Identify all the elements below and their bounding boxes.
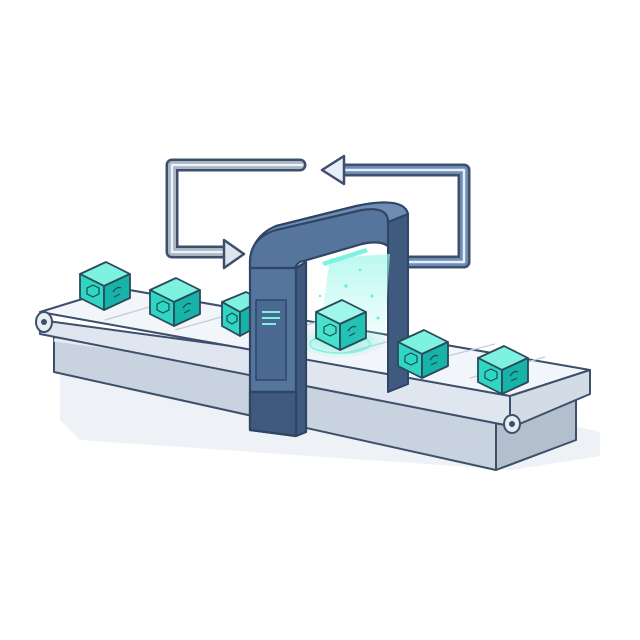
return-arrow-blue	[320, 154, 471, 269]
scan-sparkles	[318, 268, 380, 320]
belt-rollers	[35, 311, 521, 434]
cube-2	[149, 277, 201, 327]
scanner-front-pillar	[248, 260, 308, 438]
scanner-panel	[255, 299, 287, 381]
roller-bolt-left	[41, 319, 47, 325]
cube-4	[397, 329, 449, 379]
scanner-light-strip	[322, 248, 368, 266]
return-arrow-gray	[165, 158, 307, 270]
roller-bolt-right	[509, 421, 515, 427]
cube-5	[477, 345, 529, 395]
scanner-arch	[248, 201, 410, 272]
cube-scanned	[315, 299, 367, 351]
cube-1	[79, 261, 131, 311]
